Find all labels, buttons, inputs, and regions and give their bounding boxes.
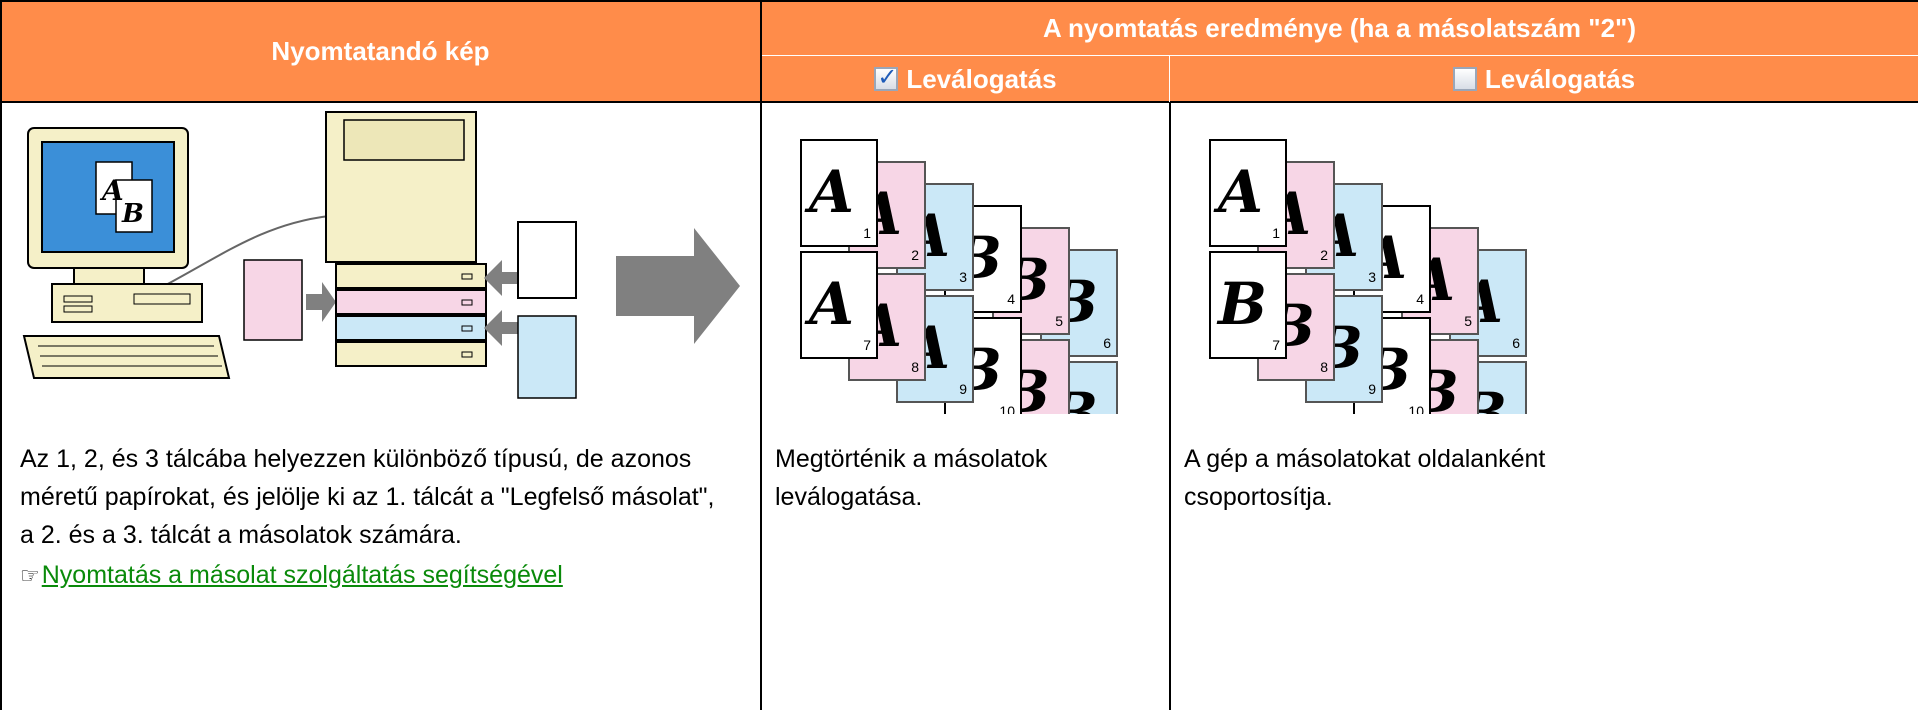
sorted-page-number: 4 bbox=[1007, 291, 1015, 307]
header-sorted: Leválogatás bbox=[761, 56, 1170, 102]
border-left bbox=[0, 0, 2, 710]
col1-line-1: Az 1, 2, és 3 tálcába helyezzen különböz… bbox=[20, 445, 692, 473]
checked-checkbox-icon bbox=[874, 63, 899, 91]
print-setup-illustration: A B bbox=[22, 111, 740, 399]
header-print-image-label: Nyomtatandó kép bbox=[271, 35, 490, 66]
big-arrow-icon bbox=[616, 228, 740, 344]
sorted-page-letter: A bbox=[804, 158, 854, 226]
sorted-page-number: 3 bbox=[959, 269, 967, 285]
grouped-pages-illustration: A6A5A4A3A2A1B12B11B10B9B8B7 bbox=[1209, 139, 1527, 414]
sorted-page-number: 8 bbox=[911, 359, 919, 375]
col1-description: Az 1, 2, és 3 tálcába helyezzen különböz… bbox=[20, 440, 750, 596]
sorted-pages-illustration: B6B5B4A3A2A1B12B11B10A9A8A7 bbox=[800, 139, 1118, 414]
col1-link-row: ☞Nyomtatás a másolat szolgáltatás segíts… bbox=[20, 556, 750, 596]
sorted-page-number: 9 bbox=[959, 381, 967, 397]
sorted-page-letter: A bbox=[804, 270, 854, 338]
print-copy-service-link[interactable]: Nyomtatás a másolat szolgáltatás segítsé… bbox=[41, 561, 563, 589]
grouped-page-number: 1 bbox=[1272, 225, 1280, 241]
border-top bbox=[0, 0, 1918, 2]
border-header-mid bbox=[761, 55, 1918, 56]
sorted-page-number: 1 bbox=[863, 225, 871, 241]
grouped-page-number: 4 bbox=[1416, 291, 1424, 307]
sorted-page-7: A7 bbox=[800, 251, 878, 359]
col3-description: A gép a másolatokat oldalanként csoporto… bbox=[1184, 440, 1914, 516]
unchecked-checkbox-icon bbox=[1452, 67, 1477, 91]
col3-line-1: A gép a másolatokat oldalanként bbox=[1184, 445, 1546, 473]
grouped-page-1: A1 bbox=[1209, 139, 1287, 247]
grouped-page-number: 3 bbox=[1368, 269, 1376, 285]
copier-icon bbox=[325, 111, 487, 367]
computer-icon: A B bbox=[22, 127, 231, 379]
sorted-page-1: A1 bbox=[800, 139, 878, 247]
header-result-group: A nyomtatás eredménye (ha a másolatszám … bbox=[761, 0, 1918, 56]
col1-line-3: a 2. és a 3. tálcát a másolatok számára. bbox=[20, 521, 462, 549]
grouped-page-number: 6 bbox=[1512, 335, 1520, 351]
grouped-page-letter: B bbox=[1216, 270, 1267, 338]
sorted-page-number: 2 bbox=[911, 247, 919, 263]
border-header-bottom bbox=[0, 101, 1918, 103]
sorted-page-number: 10 bbox=[999, 403, 1015, 414]
header-unsorted-label: Leválogatás bbox=[1484, 63, 1636, 94]
grouped-page-number: 10 bbox=[1408, 403, 1424, 414]
sorted-page-number: 5 bbox=[1055, 313, 1063, 329]
col2-description: Megtörténik a másolatok leválogatása. bbox=[775, 440, 1160, 516]
grouped-page-number: 5 bbox=[1464, 313, 1472, 329]
border-col2-header bbox=[1169, 56, 1170, 102]
svg-text:A: A bbox=[99, 174, 124, 207]
header-print-image: Nyomtatandó kép bbox=[0, 0, 761, 102]
svg-text:B: B bbox=[121, 199, 144, 229]
grouped-page-number: 9 bbox=[1368, 381, 1376, 397]
col3-line-2: csoportosítja. bbox=[1184, 483, 1333, 511]
col2-line-1: Megtörténik a másolatok bbox=[775, 445, 1048, 473]
blue-paper-icon bbox=[517, 315, 577, 399]
border-col1 bbox=[760, 0, 762, 710]
header-result-group-label: A nyomtatás eredménye (ha a másolatszám … bbox=[1042, 12, 1637, 43]
border-col2 bbox=[1169, 102, 1171, 710]
grouped-page-number: 7 bbox=[1272, 337, 1280, 353]
grouped-page-number: 8 bbox=[1320, 359, 1328, 375]
grouped-page-number: 2 bbox=[1320, 247, 1328, 263]
pointing-hand-icon: ☞ bbox=[20, 564, 40, 589]
grouped-page-letter: A bbox=[1213, 158, 1263, 226]
pink-paper-icon bbox=[243, 259, 303, 341]
header-unsorted: Leválogatás bbox=[1170, 56, 1918, 102]
white-paper-icon bbox=[517, 221, 577, 299]
col1-line-2: méretű papírokat, és jelölje ki az 1. tá… bbox=[20, 483, 715, 511]
grouped-page-7: B7 bbox=[1209, 251, 1287, 359]
sorted-page-number: 6 bbox=[1103, 335, 1111, 351]
sorted-page-number: 7 bbox=[863, 337, 871, 353]
header-sorted-label: Leválogatás bbox=[906, 63, 1057, 94]
col2-line-2: leválogatása. bbox=[775, 483, 923, 511]
